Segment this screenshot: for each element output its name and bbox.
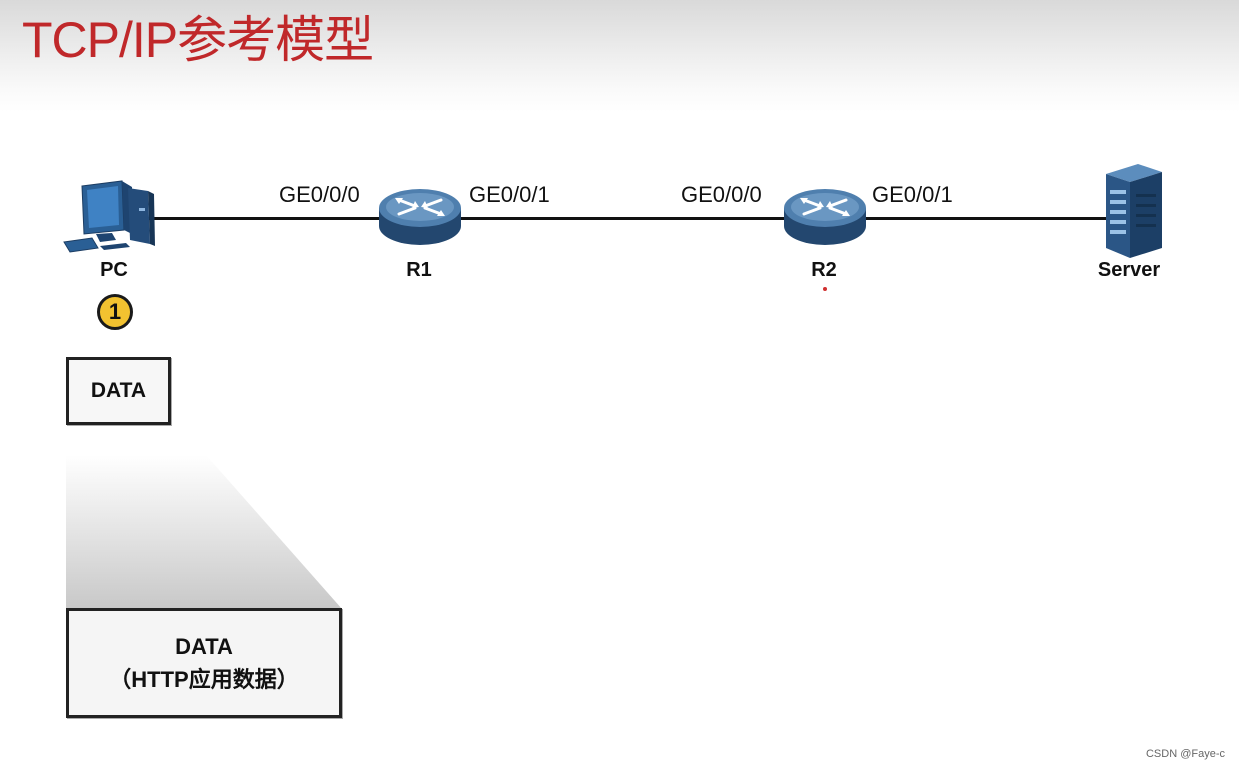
step-badge: 1: [97, 294, 133, 330]
router-r1-icon: [379, 189, 461, 245]
server-icon: [1106, 164, 1162, 258]
link-r1-r2: [456, 217, 790, 220]
node-label-r2: R2: [811, 259, 837, 281]
node-label-r1: R1: [406, 259, 432, 281]
port-label-r1-ge0-0-1: GE0/0/1: [469, 182, 550, 207]
watermark: CSDN @Faye-c: [1145, 748, 1225, 760]
node-label-server: Server: [1097, 259, 1161, 281]
data-box: DATA: [66, 357, 171, 425]
pc-icon: [63, 180, 155, 253]
node-label-pc: PC: [100, 259, 128, 281]
data-box-expanded-title: DATA: [175, 634, 233, 659]
data-box-expanded-subtitle: （HTTP应用数据）: [109, 667, 299, 692]
link-pc-r1: [148, 217, 384, 220]
cursor-marker: [823, 287, 827, 291]
header-band: [0, 0, 1239, 112]
router-r2-icon: [784, 189, 866, 245]
port-label-r2-ge0-0-0: GE0/0/0: [681, 182, 762, 207]
data-box-expanded: DATA （HTTP应用数据）: [66, 608, 342, 718]
expansion-shading: [66, 455, 342, 609]
link-r2-server: [862, 217, 1106, 220]
port-label-r1-ge0-0-0: GE0/0/0: [279, 182, 360, 207]
port-label-r2-ge0-0-1: GE0/0/1: [872, 182, 953, 207]
slide-title: TCP/IP参考模型: [22, 12, 374, 68]
